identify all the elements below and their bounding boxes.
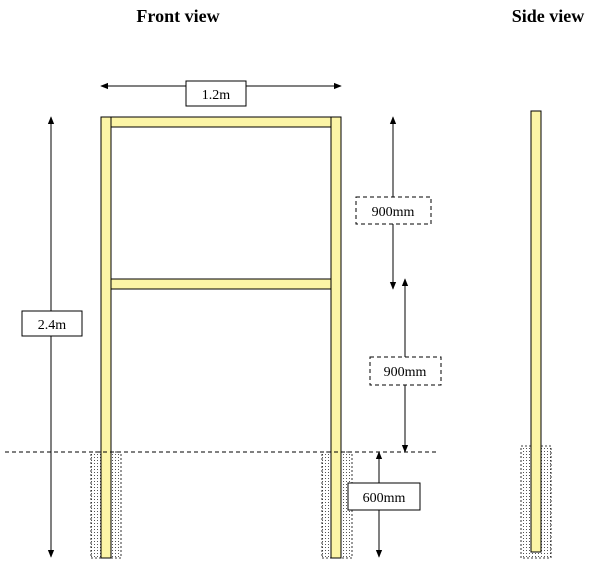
upper-span-label: 900mm [372, 205, 415, 220]
left-post [100, 116, 112, 559]
height-label-box [21, 310, 83, 337]
front-view-title: Front view [136, 6, 219, 26]
upper-span-label-box [355, 196, 432, 225]
width-label: 1.2m [202, 88, 231, 103]
middle-rail [110, 278, 332, 290]
embedment-label: 600mm [363, 491, 406, 506]
top-rail [110, 116, 332, 128]
side-view-title: Side view [512, 6, 585, 26]
width-label-box [185, 80, 247, 107]
right-post [330, 116, 342, 559]
height-label: 2.4m [38, 318, 67, 333]
lower-span-label-box [369, 356, 442, 386]
side-post [530, 110, 542, 553]
lower-span-label: 900mm [384, 365, 427, 380]
embedment-label-box [347, 482, 421, 511]
